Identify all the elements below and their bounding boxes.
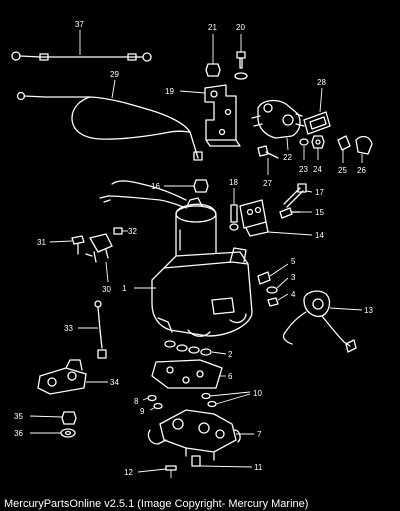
callout-17: 17 bbox=[315, 188, 324, 197]
part-28-cover bbox=[303, 111, 331, 135]
part-17-bolt bbox=[283, 183, 313, 208]
callout-7: 7 bbox=[257, 430, 262, 439]
parts-diagram: 37 29 21 20 19 28 22 23 24 25 26 27 16 1… bbox=[11, 20, 373, 478]
callout-24: 24 bbox=[313, 165, 322, 174]
callout-2: 2 bbox=[228, 350, 233, 359]
callout-31: 31 bbox=[37, 238, 46, 247]
part-12-screw bbox=[137, 465, 177, 478]
callout-12: 12 bbox=[124, 468, 133, 477]
callout-28: 28 bbox=[317, 78, 326, 87]
callout-10: 10 bbox=[253, 389, 262, 398]
callout-37: 37 bbox=[75, 20, 84, 29]
part-22-solenoid bbox=[251, 99, 305, 139]
part-32-screw bbox=[113, 227, 128, 235]
callout-15: 15 bbox=[315, 208, 324, 217]
callout-16: 16 bbox=[151, 182, 160, 191]
part-11-plug bbox=[191, 455, 253, 468]
part-37-cable bbox=[11, 51, 152, 62]
callout-8: 8 bbox=[134, 397, 139, 406]
part-20-screw bbox=[234, 34, 248, 80]
part-19-bracket bbox=[204, 84, 241, 147]
image-caption: MercuryPartsOnline v2.5.1 (Image Copyrig… bbox=[4, 498, 309, 510]
part-21-nut bbox=[205, 34, 221, 77]
part-4-screw bbox=[267, 293, 289, 307]
part-13-switch bbox=[282, 290, 357, 353]
callout-14: 14 bbox=[315, 231, 324, 240]
callout-22: 22 bbox=[283, 153, 292, 162]
part-18-stud bbox=[229, 188, 239, 231]
callout-25: 25 bbox=[338, 166, 347, 175]
part-34-clamp bbox=[37, 359, 87, 395]
callout-36: 36 bbox=[14, 429, 23, 438]
part-16-nut bbox=[193, 179, 209, 193]
callout-32: 32 bbox=[128, 227, 137, 236]
part-33-cable bbox=[94, 300, 107, 359]
motor-wiring bbox=[99, 180, 187, 209]
part-15-screw bbox=[279, 207, 312, 219]
callout-1: 1 bbox=[122, 284, 127, 293]
callout-6: 6 bbox=[228, 372, 233, 381]
callout-13: 13 bbox=[364, 306, 373, 315]
part-1-pump-motor bbox=[151, 197, 253, 337]
part-29-cable bbox=[16, 91, 203, 161]
callout-4: 4 bbox=[291, 290, 296, 299]
part-10-check bbox=[201, 391, 251, 408]
callout-19: 19 bbox=[165, 87, 174, 96]
part-5-fitting bbox=[257, 263, 289, 285]
callout-29: 29 bbox=[110, 70, 119, 79]
part-23-washer bbox=[299, 138, 309, 160]
part-24-nut bbox=[311, 135, 325, 160]
callout-5: 5 bbox=[291, 257, 296, 266]
callout-23: 23 bbox=[299, 165, 308, 174]
callout-26: 26 bbox=[357, 166, 366, 175]
part-31-screw bbox=[49, 235, 85, 255]
callout-21: 21 bbox=[208, 23, 217, 32]
callout-30: 30 bbox=[102, 285, 111, 294]
part-14-plate bbox=[239, 199, 269, 237]
part-6-gasket bbox=[151, 359, 223, 389]
callout-3: 3 bbox=[291, 273, 296, 282]
callout-20: 20 bbox=[236, 23, 245, 32]
part-36-washer bbox=[30, 428, 76, 438]
part-3-washer bbox=[266, 277, 289, 294]
callout-34: 34 bbox=[110, 378, 119, 387]
callout-35: 35 bbox=[14, 412, 23, 421]
part-30-relay bbox=[85, 233, 113, 283]
callout-18: 18 bbox=[229, 178, 238, 187]
part-7-valve-body bbox=[147, 409, 241, 461]
part-2-orings bbox=[164, 340, 212, 356]
part-8-oring bbox=[142, 394, 157, 402]
part-25-cap bbox=[337, 135, 351, 163]
callout-9: 9 bbox=[140, 407, 145, 416]
callout-27: 27 bbox=[263, 179, 272, 188]
part-27-bolt bbox=[257, 145, 279, 175]
callout-33: 33 bbox=[64, 324, 73, 333]
callout-11: 11 bbox=[254, 463, 263, 472]
part-26-boot bbox=[355, 135, 373, 163]
part-35-nut bbox=[29, 411, 77, 425]
part-9-oring bbox=[149, 402, 163, 411]
